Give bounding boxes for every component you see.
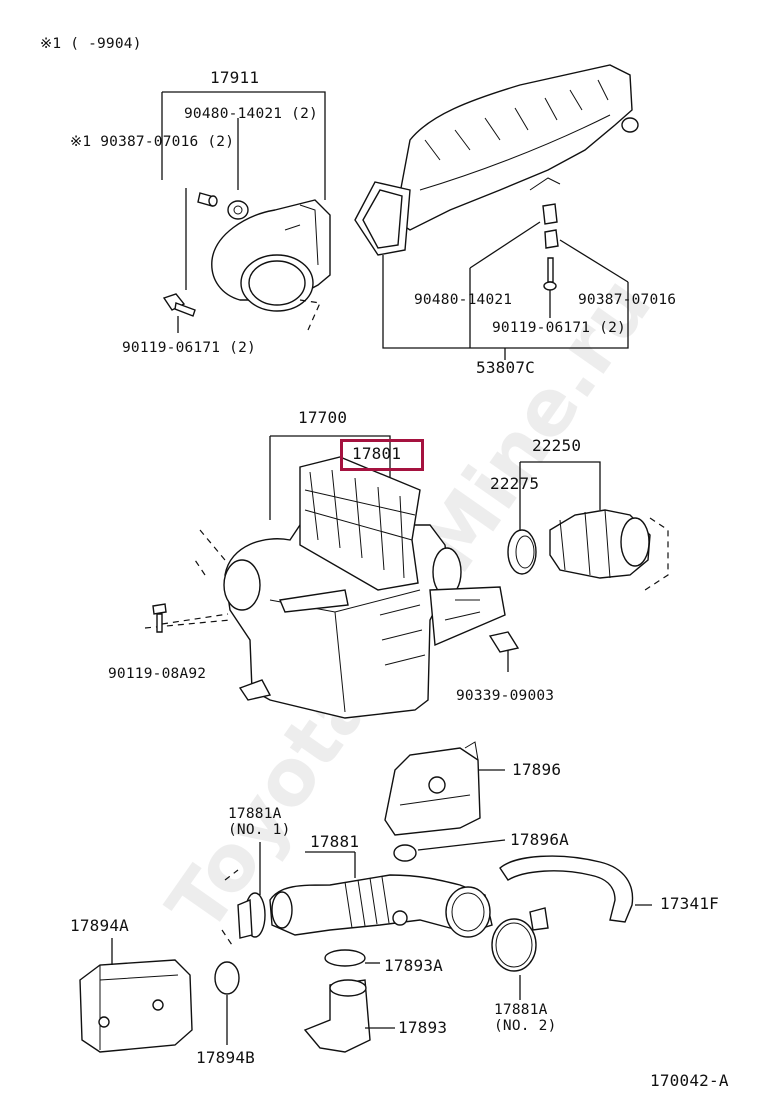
bracket-22250 bbox=[519, 461, 601, 530]
small-parts-53807C bbox=[542, 203, 559, 291]
label-90480-14021: 90480-14021 bbox=[414, 292, 513, 308]
maf-sensor-22250 bbox=[549, 509, 669, 591]
gasket-17881A-no1 bbox=[221, 842, 266, 946]
label-17893A: 17893A bbox=[384, 956, 443, 975]
label-90119-08A92: 90119-08A92 bbox=[108, 666, 207, 682]
resonator-17896 bbox=[384, 741, 505, 836]
clamp-17896A bbox=[393, 839, 506, 862]
bracket-53807C bbox=[382, 221, 629, 360]
label-90387-07016-2-note: ※1 90387-07016 (2) bbox=[70, 134, 235, 150]
label-22275: 22275 bbox=[490, 474, 540, 493]
intake-duct-53807C bbox=[354, 64, 639, 256]
bolt-90119-left bbox=[162, 293, 196, 317]
label-17881A-no1-num: (NO. 1) bbox=[228, 822, 291, 838]
label-17894A: 17894A bbox=[70, 916, 129, 935]
label-17893: 17893 bbox=[398, 1018, 448, 1037]
label-17881: 17881 bbox=[310, 832, 360, 851]
label-17896: 17896 bbox=[512, 760, 562, 779]
hose-17893 bbox=[303, 979, 395, 1053]
label-90339-09003: 90339-09003 bbox=[456, 688, 555, 704]
label-17894B: 17894B bbox=[196, 1048, 255, 1067]
label-22250: 22250 bbox=[532, 436, 582, 455]
grommet-90339 bbox=[488, 631, 520, 672]
filter-element-17801 bbox=[299, 456, 421, 591]
clamp-17894B bbox=[214, 961, 240, 1045]
label-17881A-no2-num: (NO. 2) bbox=[494, 1018, 557, 1034]
label-17700: 17700 bbox=[298, 408, 348, 427]
clamp-17881A-no2 bbox=[491, 907, 549, 1000]
bolt-90119-08A92 bbox=[152, 603, 229, 633]
label-17896A: 17896A bbox=[510, 830, 569, 849]
label-90119-06171-left: 90119-06171 (2) bbox=[122, 340, 256, 356]
highlight-17801 bbox=[340, 439, 424, 471]
label-90119-06171-right: 90119-06171 (2) bbox=[492, 320, 626, 336]
label-17801[interactable]: 17801 bbox=[352, 444, 402, 463]
bracket-17911 bbox=[161, 91, 326, 333]
diagram-code: 170042-A bbox=[650, 1071, 729, 1090]
hose-17881 bbox=[269, 851, 493, 938]
clip-90480 bbox=[227, 200, 249, 220]
gasket-22275 bbox=[507, 529, 537, 575]
intake-connector-17911 bbox=[211, 199, 331, 331]
pipe-17341F bbox=[499, 855, 652, 923]
label-90480-14021-2: 90480-14021 (2) bbox=[184, 106, 318, 122]
clamp-17893A bbox=[324, 949, 380, 967]
label-17881A-no1-code: 17881A bbox=[228, 806, 282, 822]
note-header: ※1 ( -9904) bbox=[40, 36, 142, 52]
cover-17894A bbox=[79, 938, 193, 1053]
label-53807C: 53807C bbox=[476, 358, 535, 377]
label-17341F: 17341F bbox=[660, 894, 719, 913]
pin-90387 bbox=[197, 192, 218, 207]
label-90387-07016: 90387-07016 bbox=[578, 292, 677, 308]
label-17881A-no2-code: 17881A bbox=[494, 1002, 548, 1018]
label-17911: 17911 bbox=[210, 68, 260, 87]
